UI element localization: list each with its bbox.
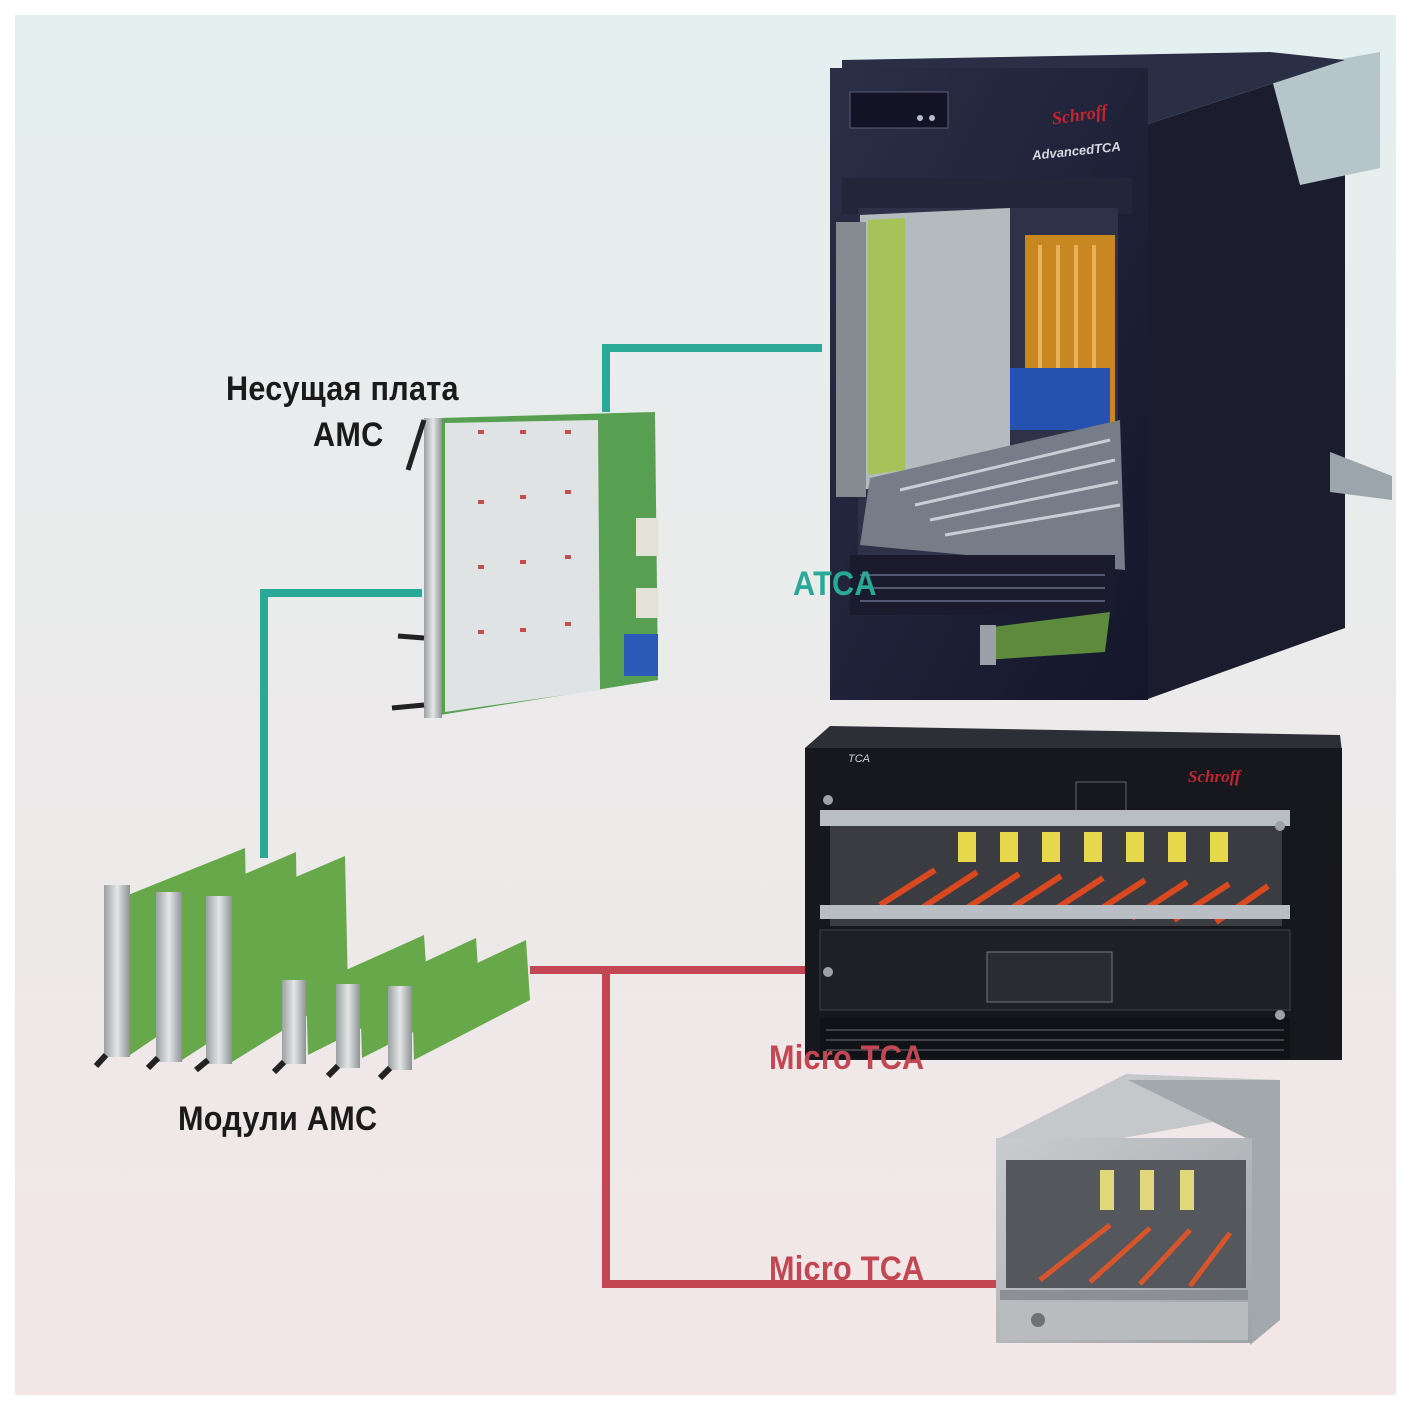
atca-board-pcb bbox=[868, 218, 905, 475]
atca-led-icon bbox=[917, 115, 923, 121]
mtca-top-panel bbox=[805, 726, 1342, 752]
amc-module-pcb bbox=[412, 940, 530, 1060]
carrier-connector bbox=[636, 588, 658, 618]
amc-module-handle-icon bbox=[145, 1055, 161, 1071]
amc-module-handle-icon bbox=[271, 1059, 287, 1075]
mtca-vent-strip bbox=[820, 1018, 1290, 1058]
atca-fan-tray bbox=[850, 555, 1115, 615]
small-mtca-red-guides bbox=[1038, 1223, 1232, 1288]
small-mtca-vent-rail bbox=[1000, 1290, 1248, 1300]
connector-branch-to-microtca-small bbox=[602, 970, 996, 1288]
amc-module-faceplate bbox=[336, 984, 360, 1068]
small-mtca-side bbox=[1128, 1080, 1280, 1345]
micro-tca-chassis-image: TCA Schroff bbox=[805, 726, 1342, 1060]
red-connectors bbox=[530, 966, 996, 1288]
amc-modules-label: Модули AMC bbox=[178, 1100, 378, 1138]
atca-extracted-board bbox=[985, 612, 1110, 660]
atca-floor-rails bbox=[860, 420, 1125, 570]
atca-bottom-bracket bbox=[1330, 452, 1392, 500]
mtca-brand-logo: Schroff bbox=[1188, 767, 1243, 786]
connector-modules-to-carrier bbox=[260, 589, 422, 858]
atca-side-panel bbox=[1145, 60, 1345, 700]
carrier-board-label-line1: Несущая плата bbox=[226, 370, 459, 408]
carrier-mid-handle-icon bbox=[397, 633, 425, 641]
amc-carrier-board-image bbox=[391, 412, 658, 718]
atca-label: ATCA bbox=[793, 565, 877, 603]
amc-module-faceplate bbox=[282, 980, 306, 1064]
small-mtca-interior bbox=[1006, 1160, 1246, 1288]
mtca-product-logo: TCA bbox=[848, 753, 870, 765]
amc-module-handle-icon bbox=[377, 1065, 393, 1081]
mtca-screw-icons bbox=[823, 795, 1285, 1020]
amc-module-handle-icon bbox=[325, 1063, 341, 1079]
amc-module-faceplate bbox=[156, 892, 182, 1062]
atca-extracted-faceplate bbox=[980, 625, 996, 665]
amc-module-handle-icon bbox=[194, 1057, 210, 1073]
atca-board-faceplate bbox=[836, 222, 866, 497]
carrier-component-marks bbox=[478, 430, 571, 634]
amc-module-faceplate bbox=[104, 885, 130, 1057]
carrier-top-handle-icon bbox=[405, 419, 427, 471]
micro-tca-small-chassis-image bbox=[996, 1074, 1280, 1345]
atca-rear-bracket bbox=[1270, 52, 1380, 185]
small-mtca-lock-icon bbox=[1031, 1313, 1045, 1327]
atca-control-panel bbox=[849, 91, 949, 129]
amc-module-faceplate bbox=[388, 986, 412, 1070]
micro-tca-label-1: Micro TCA bbox=[769, 1039, 925, 1077]
atca-fan-vents bbox=[860, 574, 1105, 602]
small-mtca-yellow-slots bbox=[1100, 1170, 1194, 1210]
atca-power-modules bbox=[1010, 368, 1110, 430]
mtca-upper-rail bbox=[820, 810, 1290, 826]
atca-chassis-image: Schroff AdvancedTCA bbox=[830, 52, 1392, 700]
carrier-board-label-line2: AMC bbox=[313, 416, 384, 454]
connector-carrier-to-atca bbox=[602, 344, 822, 412]
carrier-connector bbox=[636, 518, 658, 556]
carrier-bottom-handle-icon bbox=[391, 702, 425, 711]
carrier-metal-cover bbox=[445, 420, 600, 712]
teal-connectors bbox=[260, 344, 822, 858]
amc-module-faceplate bbox=[206, 896, 232, 1064]
micro-tca-label-2: Micro TCA bbox=[769, 1250, 925, 1288]
carrier-faceplate bbox=[424, 418, 442, 718]
mtca-lower-rail bbox=[820, 905, 1290, 919]
atca-led-icon bbox=[929, 115, 935, 121]
mtca-lower-panel bbox=[986, 951, 1113, 1003]
carrier-power-block bbox=[624, 634, 658, 676]
atca-floor-rail-lines bbox=[899, 438, 1121, 537]
amc-module-handle-icon bbox=[93, 1052, 109, 1069]
amc-modules-image bbox=[93, 848, 530, 1081]
mtca-yellow-slots bbox=[958, 832, 1228, 862]
amc-module-pcb bbox=[230, 856, 348, 1062]
mtca-vent-lines bbox=[826, 1029, 1284, 1051]
